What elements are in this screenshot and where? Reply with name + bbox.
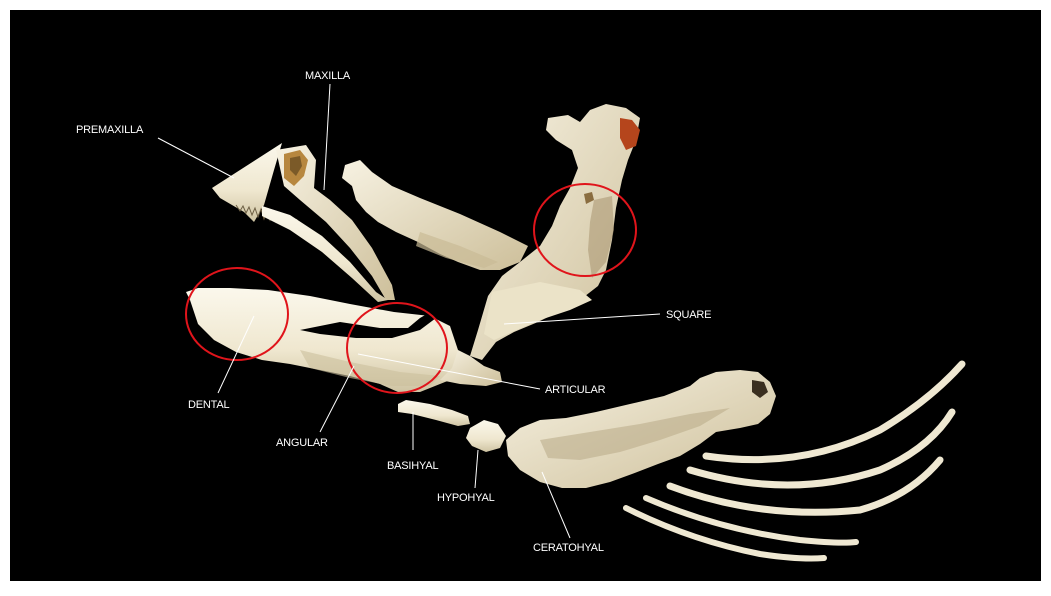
- articular-label: ARTICULAR: [545, 384, 606, 396]
- basihyal-label: BASIHYAL: [387, 460, 438, 472]
- premaxilla-label: PREMAXILLA: [76, 124, 144, 136]
- angular-label: ANGULAR: [276, 437, 328, 449]
- hypohyal-label: HYPOHYAL: [437, 492, 495, 504]
- ceratohyal-label: CERATOHYAL: [533, 542, 604, 554]
- dental-label: DENTAL: [188, 399, 229, 411]
- square-label: SQUARE: [666, 309, 711, 321]
- maxilla-label: MAXILLA: [305, 70, 351, 82]
